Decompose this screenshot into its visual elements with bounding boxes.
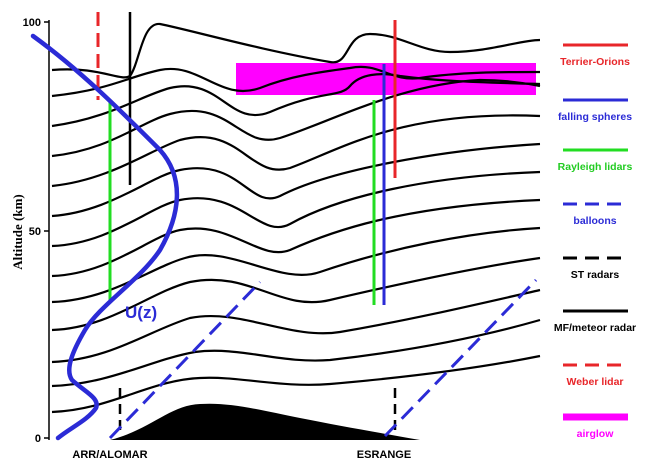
legend-label: MF/meteor radar [554, 322, 636, 334]
site-label-esrange: ESRANGE [357, 449, 411, 461]
streamline [51, 354, 541, 414]
y-axis-label: Altitude (km) [10, 194, 25, 269]
legend-label: balloons [573, 215, 616, 227]
tick-label-0: 0 [35, 433, 41, 445]
tick-label-100: 100 [23, 17, 41, 29]
balloon-path-alomar [108, 280, 262, 440]
wave-streamlines [51, 22, 541, 414]
streamline [51, 256, 541, 332]
streamline [51, 142, 541, 218]
terrain [110, 403, 420, 440]
streamline [51, 114, 541, 188]
streamline [51, 65, 541, 98]
legend-label: Terrier-Orions [560, 56, 630, 68]
site-label-alomar: ARR/ALOMAR [72, 449, 147, 461]
wind-profile-curve [30, 33, 180, 441]
wind-profile-label: U(z) [125, 303, 157, 322]
legend-label: Weber lidar [567, 376, 624, 388]
tick-label-50: 50 [29, 226, 41, 238]
streamline [51, 288, 541, 364]
streamline [51, 170, 541, 248]
airglow-band [236, 63, 536, 95]
legend-label: airglow [577, 428, 615, 440]
streamline [51, 78, 541, 158]
legend-label: Rayleigh lidars [558, 161, 633, 173]
legend-label: falling spheres [558, 111, 632, 123]
streamline [51, 198, 541, 278]
streamline [51, 318, 541, 388]
balloon-path-esrange [383, 278, 538, 438]
legend-label: ST radars [571, 269, 620, 281]
streamline [51, 226, 541, 304]
